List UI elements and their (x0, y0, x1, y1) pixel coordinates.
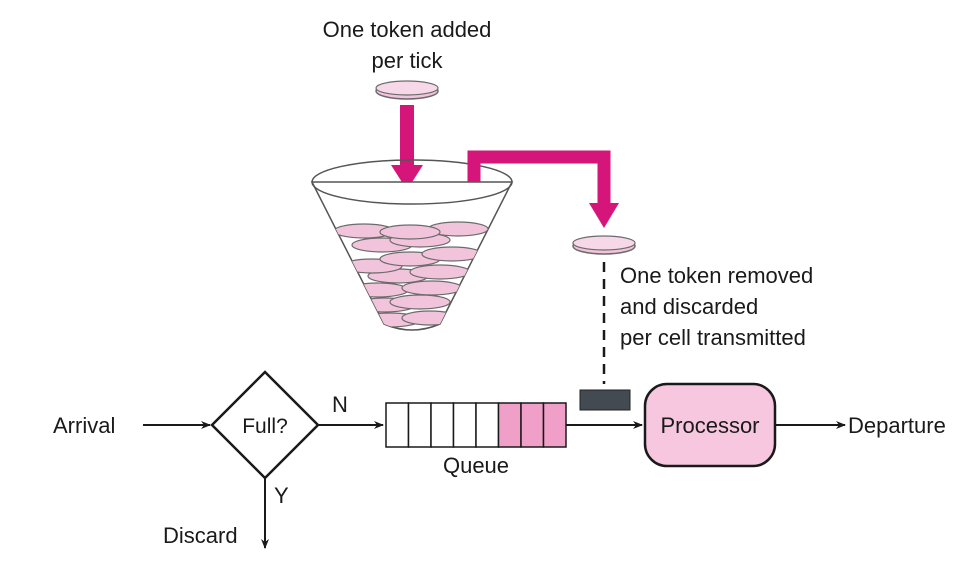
token-added-label-line2: per tick (372, 48, 444, 73)
token-removed-label-line1: One token removed (620, 263, 813, 288)
queue-slot-empty (385, 402, 410, 448)
queue-slot-filled (542, 402, 567, 448)
processor-label: Processor (660, 413, 759, 438)
full-decision-label: Full? (242, 415, 288, 438)
token-inflow-arrow (391, 105, 423, 190)
token-removal-arrow (467, 150, 619, 228)
queue-slot-empty (430, 402, 455, 448)
removed-token (572, 235, 636, 255)
queue-slot-filled (520, 402, 545, 448)
token-removed-label-line3: per cell transmitted (620, 325, 806, 350)
queue-slot-empty (475, 402, 500, 448)
queue-slot-empty (452, 402, 477, 448)
queue-slot-filled (497, 402, 522, 448)
departure-label: Departure (848, 413, 946, 438)
queue-slot-empty (407, 402, 432, 448)
token-added-label-line1: One token added (323, 17, 492, 42)
token-bucket (310, 159, 514, 331)
queue (385, 402, 567, 448)
no-branch-label: N (332, 392, 348, 417)
arrival-label: Arrival (53, 413, 115, 438)
yes-branch-label: Y (274, 483, 289, 508)
discard-label: Discard (163, 523, 238, 548)
queue-label: Queue (443, 453, 509, 478)
token-gate (579, 389, 631, 411)
token-removed-label-line2: and discarded (620, 294, 758, 319)
incoming-token (375, 80, 439, 100)
